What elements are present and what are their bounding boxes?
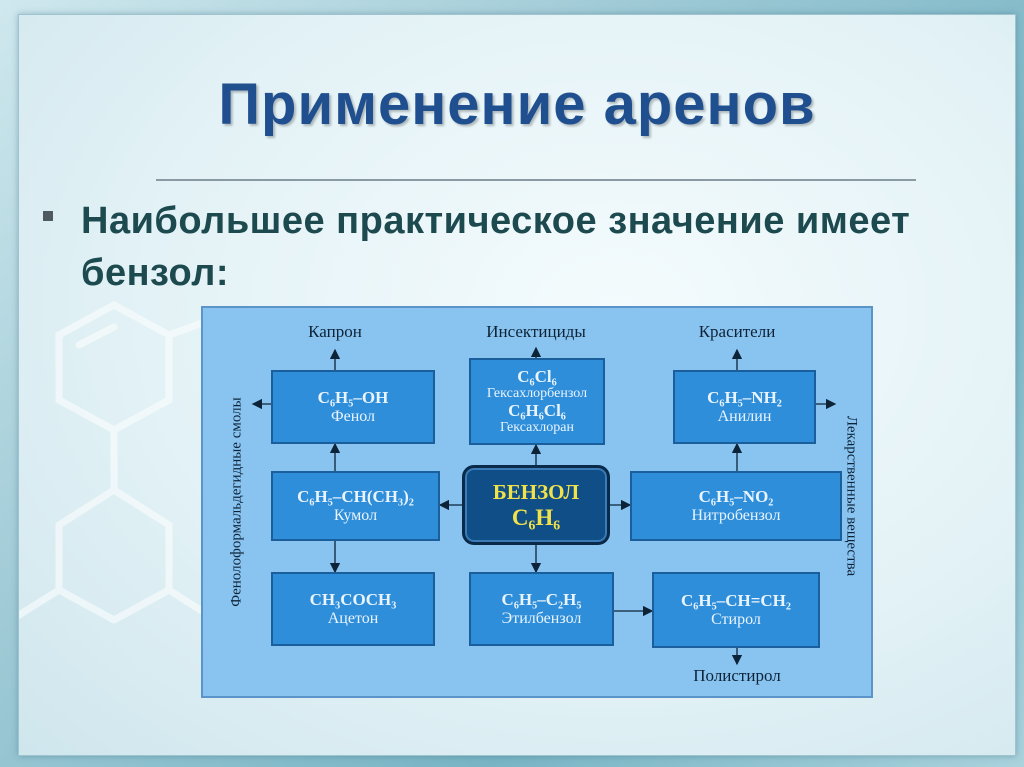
styrene-formula: C₆H₅–CH=CH₂ (681, 591, 791, 610)
hexachlorobenzene-formula: C₆Cl₆ (517, 366, 557, 386)
aniline-name: Анилин (717, 408, 772, 425)
title-divider (156, 179, 916, 181)
bullet-marker (43, 211, 53, 221)
hexachlorane-name: Гексахлоран (500, 419, 574, 435)
ethylbenzene-name: Этилбензол (501, 610, 582, 627)
box-cumene: C₆H₅–CH(CH₃)₂ Кумол (271, 471, 440, 541)
slide: Применение аренов Наибольшее практическо… (18, 14, 1016, 756)
nitrobenzene-formula: C₆H₅–NO₂ (698, 487, 774, 506)
product-dyes: Красители (698, 322, 776, 341)
slide-title: Применение аренов (218, 72, 816, 137)
benzene-applications-diagram: Капрон Инсектициды Красители Полистирол … (201, 306, 873, 698)
benzene-formula: C₆H₆ (511, 504, 561, 530)
box-hexachlor: C₆Cl₆ Гексахлорбензол C₆H₆Cl₆ Гексахлора… (469, 358, 605, 445)
benzene-name: БЕНЗОЛ (492, 479, 580, 504)
box-ethylbenzene: C₆H₅–C₂H₅ Этилбензол (469, 572, 614, 646)
aniline-formula: C₆H₅–NH₂ (707, 388, 782, 407)
box-benzene: БЕНЗОЛ C₆H₆ (462, 465, 610, 545)
hexachlorobenzene-name: Гексахлорбензол (486, 385, 588, 401)
nitrobenzene-name: Нитробензол (691, 507, 781, 524)
box-aniline: C₆H₅–NH₂ Анилин (673, 370, 816, 444)
acetone-name: Ацетон (327, 610, 379, 627)
cumene-name: Кумол (333, 507, 378, 524)
acetone-formula: CH₃COCH₃ (309, 590, 397, 609)
cumene-formula: C₆H₅–CH(CH₃)₂ (297, 487, 414, 506)
phenol-name: Фенол (330, 408, 376, 425)
box-phenol: C₆H₅–OH Фенол (271, 370, 435, 444)
product-kapron: Капрон (308, 322, 362, 341)
hexachlorane-formula: C₆H₆Cl₆ (508, 400, 566, 420)
phenol-formula: C₆H₅–OH (317, 388, 389, 407)
product-resins: Фенолоформальдегидные смолы (228, 397, 245, 607)
product-medicines: Лекарственные вещества (843, 415, 860, 577)
ethylbenzene-formula: C₆H₅–C₂H₅ (501, 590, 582, 609)
diagram-arrows (251, 346, 837, 666)
box-acetone: CH₃COCH₃ Ацетон (271, 572, 435, 646)
product-polystyrene: Полистирол (693, 666, 781, 685)
box-styrene: C₆H₅–CH=CH₂ Стирол (652, 572, 820, 648)
styrene-name: Стирол (711, 611, 761, 628)
product-insecticides: Инсектициды (486, 322, 586, 341)
box-nitrobenzene: C₆H₅–NO₂ Нитробензол (630, 471, 842, 541)
bullet-text: Наибольшее практическое значение имеет б… (81, 200, 911, 294)
